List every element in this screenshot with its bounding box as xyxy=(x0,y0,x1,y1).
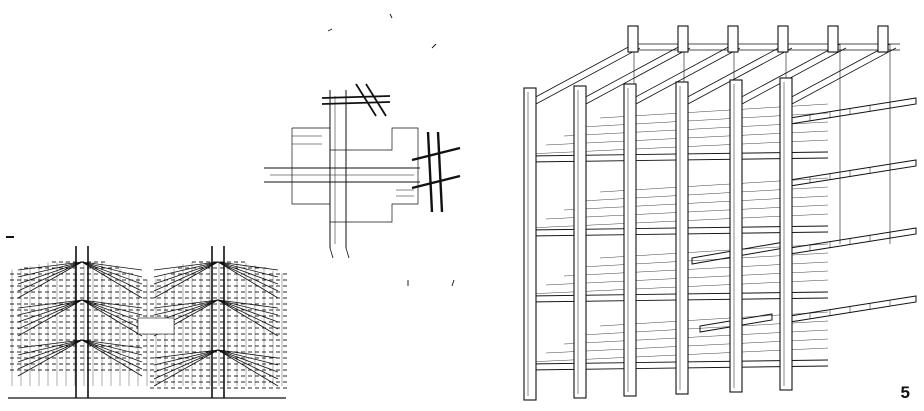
joint-lower-post xyxy=(329,247,350,259)
joint-right-cross-bars xyxy=(411,131,461,213)
grid-top-caps xyxy=(627,25,889,53)
joint-vertical-post xyxy=(329,90,347,248)
cross-joint-detail xyxy=(264,13,461,287)
truss-frame-elevation xyxy=(6,236,287,399)
truss-cable-diagonals xyxy=(17,261,279,387)
structural-grid-isometric xyxy=(523,25,917,401)
print-specks xyxy=(327,13,455,287)
grid-front-columns xyxy=(523,77,793,401)
joint-plate-shading xyxy=(292,135,414,197)
joint-top-cross-bars xyxy=(321,83,391,117)
truss-columns xyxy=(75,246,225,398)
joint-horizontal-beam xyxy=(264,167,420,183)
truss-void-opening xyxy=(137,317,175,335)
joint-stepped-plate xyxy=(291,127,419,223)
plate-number: 5 xyxy=(900,383,910,402)
